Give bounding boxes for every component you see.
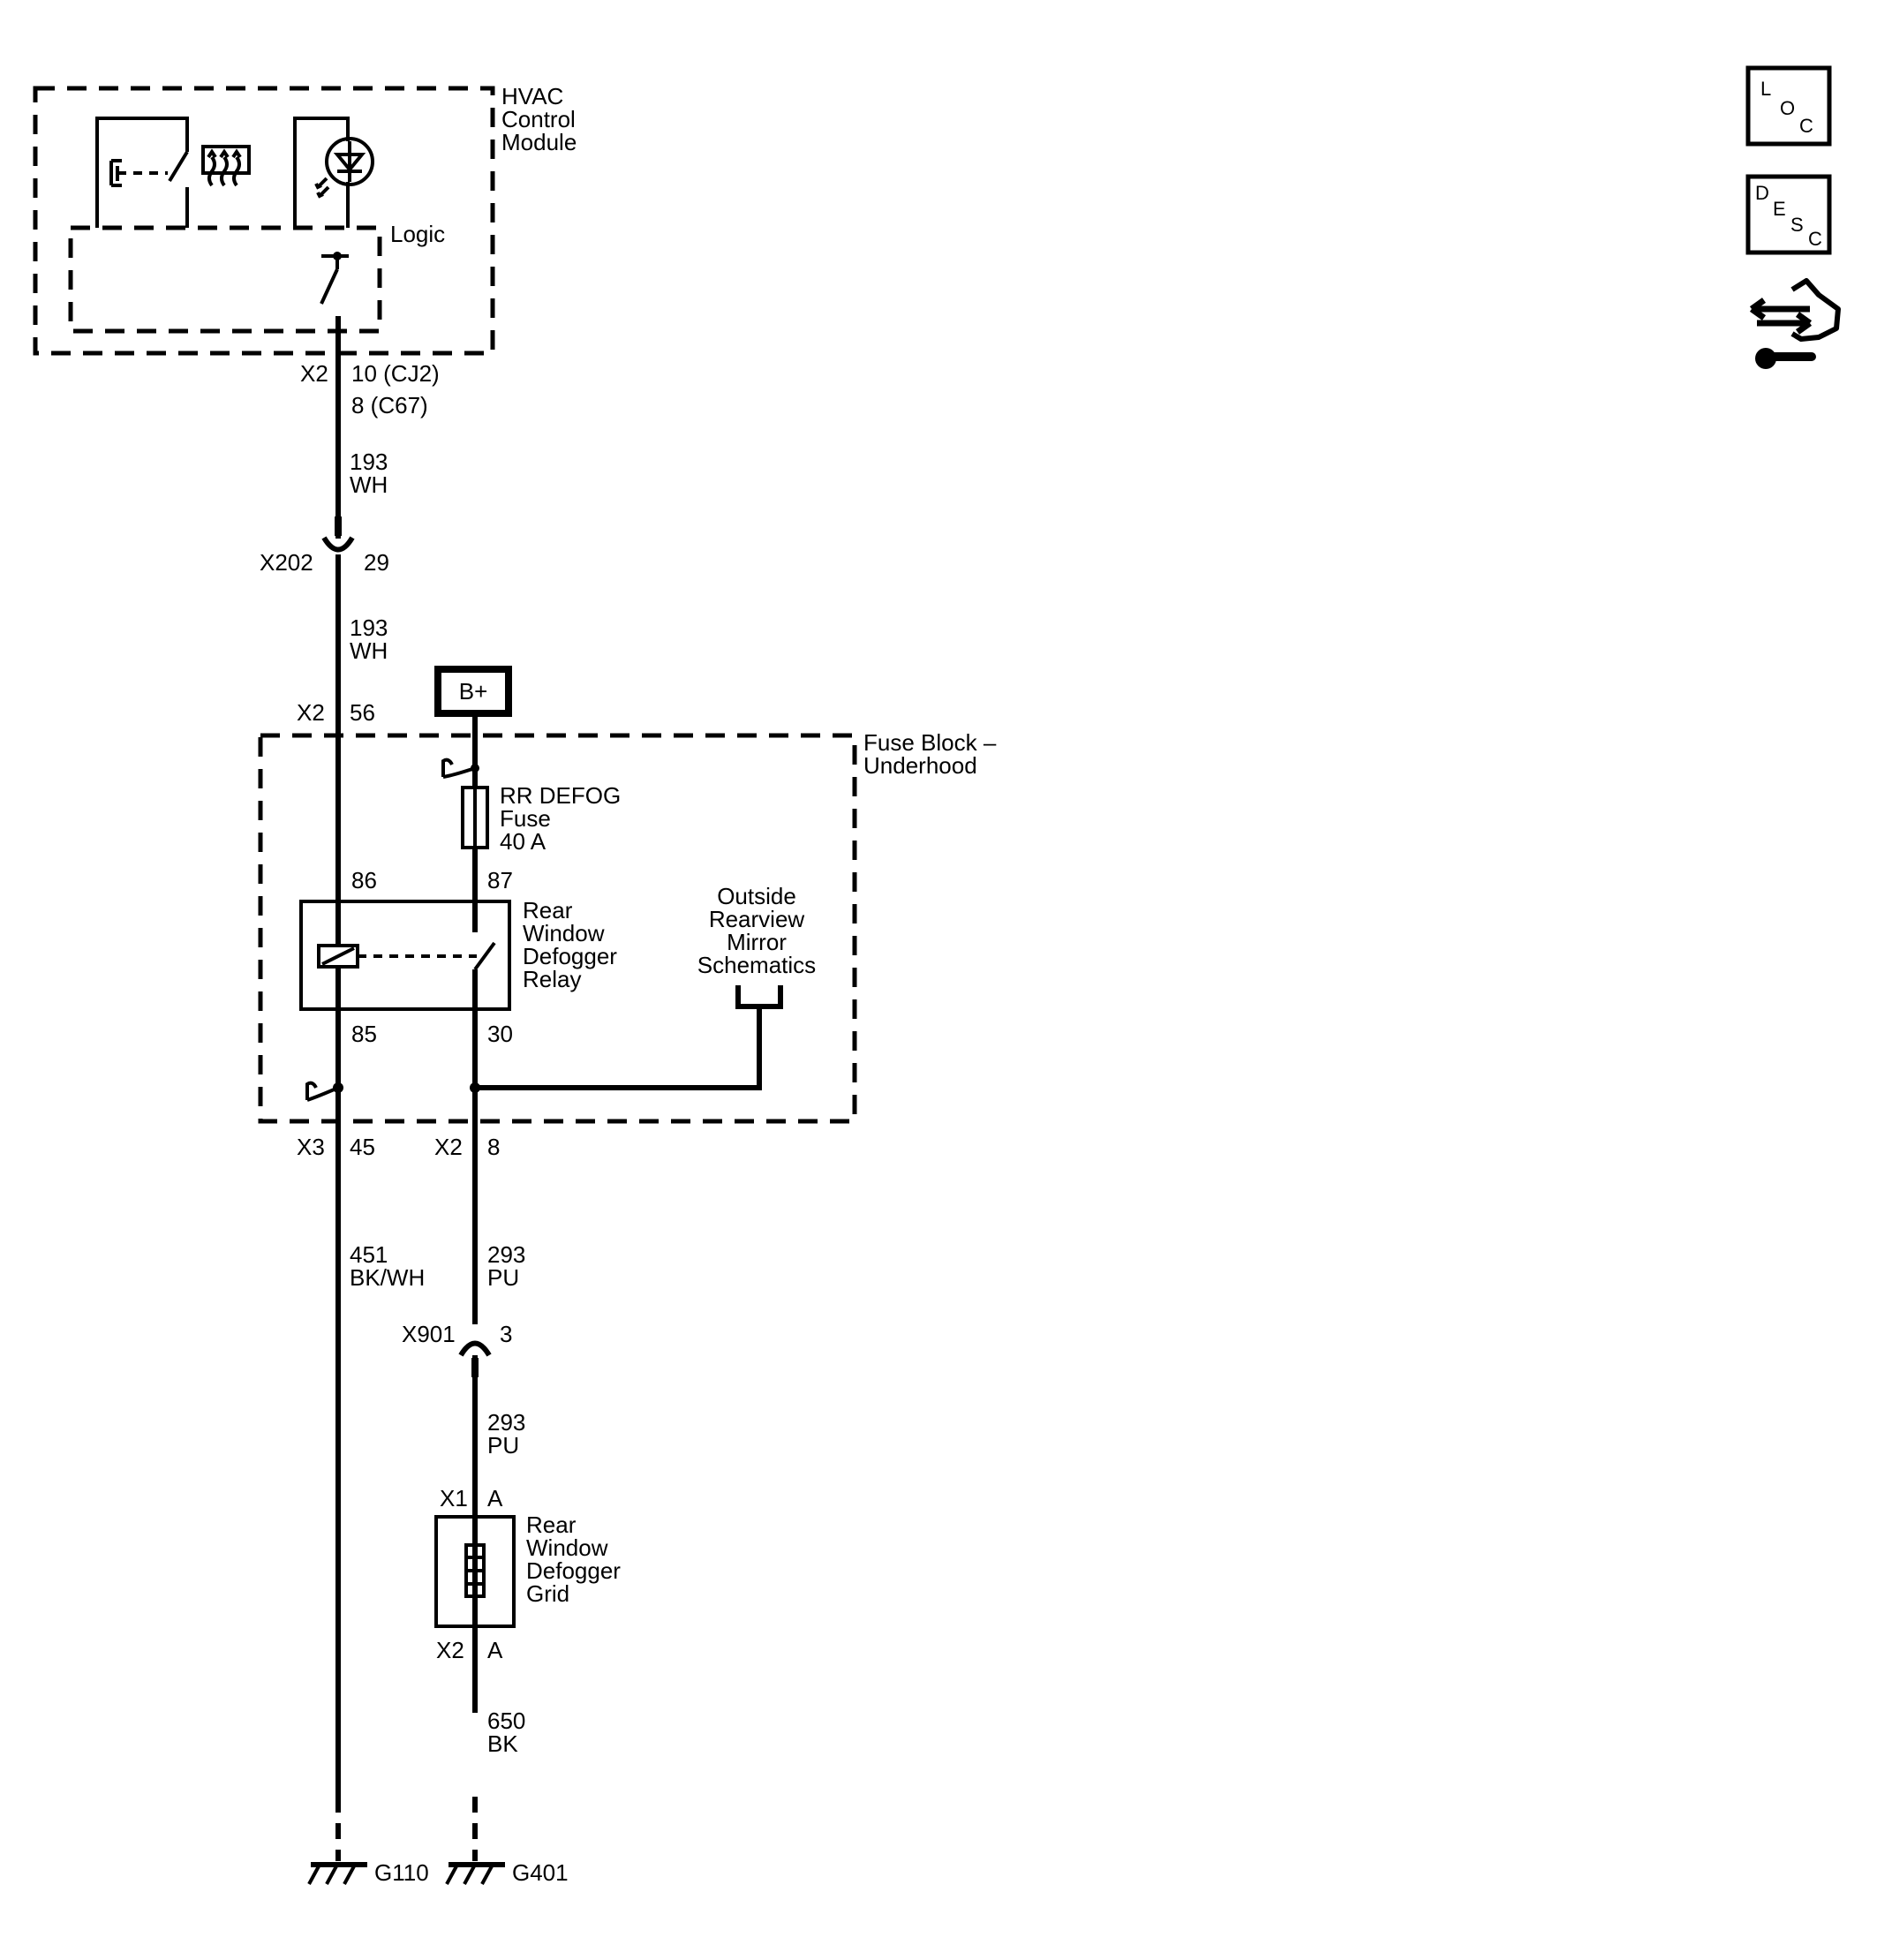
grid-bottom-pin: A — [487, 1637, 503, 1663]
hvac-module-name-line3: Module — [501, 129, 577, 155]
mirror-ref-line4: Schematics — [697, 952, 816, 978]
x202-inline-connector: X202 29 — [260, 536, 389, 576]
battery-positive-label: B+ — [459, 678, 488, 705]
relay-name-line2: Window — [523, 920, 605, 946]
fuse-block-input-pin: 56 — [350, 699, 375, 726]
rear-window-defogger-relay: 86 87 Rear Window Defogger Relay 85 30 — [299, 867, 617, 1047]
defog-switch-symbol — [95, 117, 189, 228]
hvac-module-outline — [33, 86, 495, 356]
outside-rearview-mirror-reference: Outside Rearview Mirror Schematics — [475, 883, 816, 1090]
logic-outline — [68, 225, 382, 334]
x202-connector-label: X202 — [260, 549, 313, 576]
fuse-block-outline — [258, 733, 857, 1124]
hvac-module-name-line2: Control — [501, 106, 576, 132]
battery-positive-terminal: B+ — [434, 666, 512, 717]
relay-pin-85: 85 — [351, 1021, 377, 1047]
mirror-ref-line2: Rearview — [709, 906, 805, 932]
connector-hand-icon[interactable] — [1749, 278, 1841, 369]
fuse-name-line3: 40 A — [500, 828, 547, 855]
location-icon[interactable]: L O C — [1745, 65, 1832, 147]
wire-293-upper-color: PU — [487, 1264, 519, 1291]
hvac-connector-label: X2 — [300, 360, 328, 387]
fuse-name-line2: Fuse — [500, 805, 551, 832]
hvac-control-module: HVAC Control Module Logic — [33, 83, 577, 356]
fuse-block-underhood: Fuse Block – Underhood RR DEFOG Fuse 40 … — [258, 713, 997, 1713]
wire-293-lower-color: PU — [487, 1432, 519, 1459]
desc-letter-e: E — [1773, 198, 1786, 220]
wire-293-upper-circuit: 293 — [487, 1241, 525, 1268]
wire-293-lower-circuit: 293 — [487, 1409, 525, 1436]
hvac-pin-label-1: 10 (CJ2) — [351, 360, 440, 387]
loc-letter-l: L — [1760, 78, 1771, 100]
fuse-block-output-left-connector: X3 — [297, 1134, 325, 1160]
rear-window-defogger-grid: X1 A Rear Window Defogger Grid X2 A — [434, 1485, 621, 1663]
grid-name-line1: Rear — [526, 1511, 577, 1538]
wire-193-upper-color: WH — [350, 471, 388, 498]
x901-pin-label: 3 — [500, 1321, 512, 1347]
relay-pin-30: 30 — [487, 1021, 513, 1047]
ground-g401-label: G401 — [512, 1859, 569, 1886]
x901-connector-label: X901 — [402, 1321, 456, 1347]
wire-193-lower-circuit: 193 — [350, 614, 388, 641]
wire-193-lower-color: WH — [350, 637, 388, 664]
rear-defog-icon — [201, 145, 251, 187]
fuse-block-name-line2: Underhood — [863, 752, 977, 779]
relay-name-line4: Relay — [523, 966, 581, 992]
wire-451-color: BK/WH — [350, 1264, 425, 1291]
desc-letter-c: C — [1808, 228, 1822, 250]
x901-inline-connector: X901 3 — [402, 1321, 512, 1382]
fuse-block-output-right-pin: 8 — [487, 1134, 500, 1160]
relay-pin-87: 87 — [487, 867, 513, 893]
fuse-block-output-right-connector: X2 — [434, 1134, 463, 1160]
grid-name-line3: Defogger — [526, 1557, 621, 1584]
grid-name-line2: Window — [526, 1534, 608, 1561]
ground-g110-label: G110 — [374, 1859, 429, 1886]
loc-letter-c: C — [1799, 115, 1813, 137]
relay-pin-86: 86 — [351, 867, 377, 893]
relay-name-line1: Rear — [523, 897, 573, 923]
fuse-block-name-line1: Fuse Block – — [863, 729, 997, 756]
desc-letter-d: D — [1755, 182, 1769, 204]
desc-letter-s: S — [1790, 214, 1804, 236]
description-icon[interactable]: D E S C — [1745, 174, 1832, 255]
wire-193-upper: 193 WH — [335, 316, 388, 539]
wire-193-upper-circuit: 193 — [350, 449, 388, 475]
x202-pin-label: 29 — [364, 549, 389, 576]
logic-label: Logic — [390, 221, 445, 247]
relay-name-line3: Defogger — [523, 943, 617, 969]
logic-switch-symbol — [320, 252, 349, 305]
wire-650-color: BK — [487, 1730, 518, 1757]
ground-g110: G110 — [307, 1859, 429, 1886]
grid-bottom-connector: X2 — [436, 1637, 464, 1663]
mirror-ref-line1: Outside — [717, 883, 796, 909]
fuse-name-line1: RR DEFOG — [500, 782, 621, 809]
grid-top-pin: A — [487, 1485, 503, 1511]
indicator-led-symbol — [293, 117, 374, 228]
wire-451-circuit: 451 — [350, 1241, 388, 1268]
ground-g401: G401 — [445, 1859, 569, 1886]
hvac-pin-label-2: 8 (C67) — [351, 392, 428, 418]
loc-letter-o: O — [1780, 97, 1795, 119]
wire-650-circuit: 650 — [487, 1707, 525, 1734]
hvac-module-name-line1: HVAC — [501, 83, 563, 109]
mirror-ref-line3: Mirror — [727, 929, 787, 955]
wire-193-lower: 193 WH — [335, 554, 388, 1797]
fuse-block-input-connector: X2 — [297, 699, 325, 726]
grid-top-connector: X1 — [440, 1485, 468, 1511]
grid-name-line4: Grid — [526, 1580, 569, 1607]
rr-defog-fuse: RR DEFOG Fuse 40 A — [461, 782, 621, 855]
fuse-block-output-left-pin: 45 — [350, 1134, 375, 1160]
